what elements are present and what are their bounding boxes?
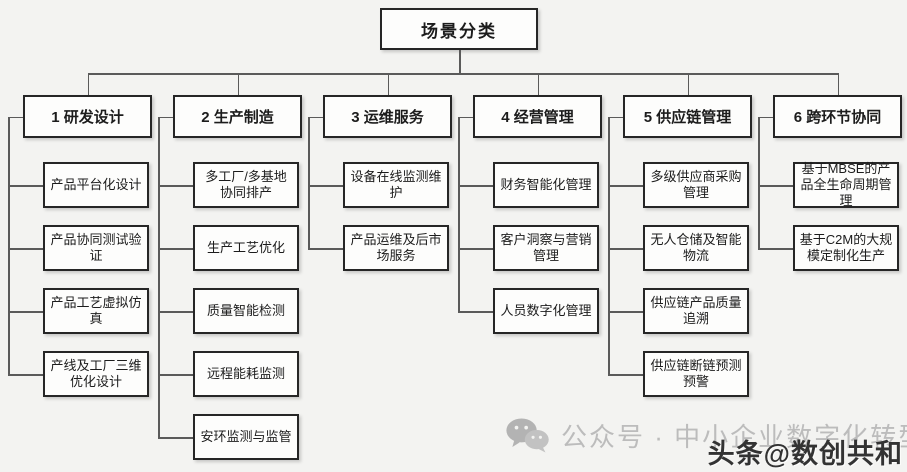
connector-drop-manufacturing (237, 73, 239, 95)
connector-child-stub-manufacturing-4 (158, 437, 193, 439)
connector-child-stub-rd-design-0 (8, 185, 43, 187)
tree-header-manufacturing: 2 生产制造 (173, 95, 302, 138)
tree-header-supply-chain: 5 供应链管理 (623, 95, 752, 138)
connector-header-stub-rd-design (8, 116, 23, 118)
connector-child-stub-rd-design-3 (8, 374, 43, 376)
connector-root-stem (459, 50, 461, 75)
connector-child-stub-supply-chain-1 (608, 248, 643, 250)
tree-header-business-mgmt: 4 经营管理 (473, 95, 602, 138)
tree-node-business-mgmt-1: 客户洞察与营销管理 (493, 225, 599, 271)
tree-node-supply-chain-3: 供应链断链预测预警 (643, 351, 749, 397)
connector-child-stub-operations-service-1 (308, 248, 343, 250)
connector-header-stub-operations-service (308, 116, 323, 118)
connector-child-stub-business-mgmt-2 (458, 311, 493, 313)
connector-spine-manufacturing (158, 116, 160, 439)
tree-node-rd-design-2: 产品工艺虚拟仿真 (43, 288, 149, 334)
connector-spine-business-mgmt (458, 116, 460, 313)
tree-node-business-mgmt-2: 人员数字化管理 (493, 288, 599, 334)
watermark-wechat-text: 公众号 · 中小企业数字化转型 (561, 421, 907, 452)
tree-node-manufacturing-4: 安环监测与监管 (193, 414, 299, 460)
connector-header-stub-supply-chain (608, 116, 623, 118)
connector-drop-business-mgmt (537, 73, 539, 95)
tree-node-supply-chain-1: 无人仓储及智能物流 (643, 225, 749, 271)
tree-node-manufacturing-2: 质量智能检测 (193, 288, 299, 334)
connector-header-stub-manufacturing (158, 116, 173, 118)
tree-node-rd-design-1: 产品协同测试验证 (43, 225, 149, 271)
connector-child-stub-manufacturing-0 (158, 185, 193, 187)
connector-child-stub-cross-link-0 (758, 185, 793, 187)
tree-node-manufacturing-1: 生产工艺优化 (193, 225, 299, 271)
watermark-toutiao: 头条@数创共和 (707, 439, 903, 469)
wechat-icon (506, 418, 549, 453)
connector-child-stub-supply-chain-2 (608, 311, 643, 313)
connector-header-stub-cross-link (758, 116, 773, 118)
connector-bus (87, 73, 838, 75)
root-node-scenario-classification: 场景分类 (380, 8, 538, 50)
connector-child-stub-supply-chain-0 (608, 185, 643, 187)
tree-node-operations-service-0: 设备在线监测维护 (343, 162, 449, 208)
connector-child-stub-supply-chain-3 (608, 374, 643, 376)
connector-spine-rd-design (8, 116, 10, 376)
connector-drop-cross-link (837, 73, 839, 95)
tree-node-business-mgmt-0: 财务智能化管理 (493, 162, 599, 208)
connector-header-stub-business-mgmt (458, 116, 473, 118)
tree-node-manufacturing-3: 远程能耗监测 (193, 351, 299, 397)
tree-node-supply-chain-2: 供应链产品质量追溯 (643, 288, 749, 334)
connector-spine-supply-chain (608, 116, 610, 376)
tree-header-rd-design: 1 研发设计 (23, 95, 152, 138)
connector-drop-supply-chain (687, 73, 689, 95)
connector-child-stub-cross-link-1 (758, 248, 793, 250)
connector-drop-rd-design (87, 73, 89, 95)
connector-child-stub-operations-service-0 (308, 185, 343, 187)
connector-child-stub-business-mgmt-0 (458, 185, 493, 187)
connector-spine-operations-service (308, 116, 310, 250)
connector-child-stub-rd-design-2 (8, 311, 43, 313)
watermark-wechat: 公众号 · 中小企业数字化转型 (505, 416, 907, 454)
tree-header-cross-link: 6 跨环节协同 (773, 95, 902, 138)
connector-child-stub-manufacturing-2 (158, 311, 193, 313)
tree-node-operations-service-1: 产品运维及后市场服务 (343, 225, 449, 271)
connector-child-stub-business-mgmt-1 (458, 248, 493, 250)
connector-child-stub-manufacturing-3 (158, 374, 193, 376)
tree-node-rd-design-3: 产线及工厂三维优化设计 (43, 351, 149, 397)
connector-drop-operations-service (387, 73, 389, 95)
tree-node-cross-link-1: 基于C2M的大规模定制化生产 (793, 225, 899, 271)
tree-header-operations-service: 3 运维服务 (323, 95, 452, 138)
tree-node-rd-design-0: 产品平台化设计 (43, 162, 149, 208)
tree-node-cross-link-0: 基于MBSE的产品全生命周期管理 (793, 161, 899, 208)
connector-spine-cross-link (758, 116, 760, 250)
connector-child-stub-manufacturing-1 (158, 248, 193, 250)
connector-child-stub-rd-design-1 (8, 248, 43, 250)
tree-node-supply-chain-0: 多级供应商采购管理 (643, 162, 749, 208)
tree-node-manufacturing-0: 多工厂/多基地协同排产 (193, 162, 299, 208)
